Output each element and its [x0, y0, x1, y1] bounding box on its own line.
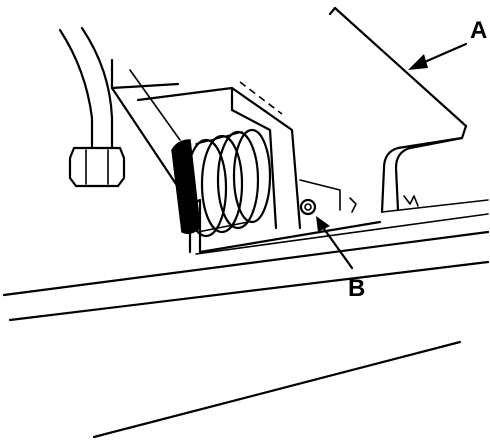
callout-a-leader [408, 42, 468, 70]
hex-nut-fitting [68, 146, 126, 188]
callout-b-leader [316, 216, 354, 270]
callout-a-label: A [470, 17, 487, 44]
bracket-plate [328, 6, 489, 214]
pulley-housing [136, 81, 382, 254]
small-bolt [299, 198, 317, 216]
callout-b-label: B [348, 275, 365, 302]
hose [58, 26, 114, 150]
pulley [171, 128, 272, 238]
rail-lines [2, 213, 490, 439]
